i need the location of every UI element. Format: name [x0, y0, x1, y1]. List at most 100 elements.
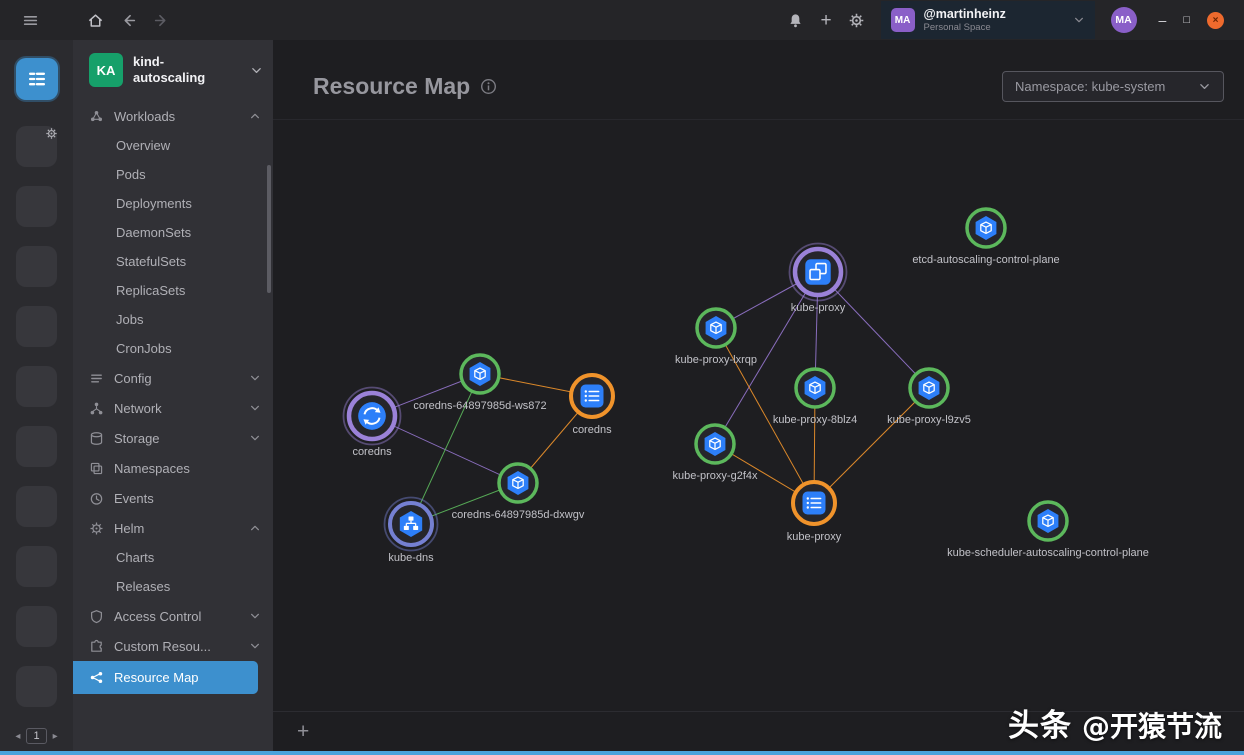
active-cluster-button[interactable] [16, 58, 58, 100]
sidebar-scrollbar[interactable] [267, 165, 271, 293]
kube-proxy-8blz4-node[interactable]: kube-proxy-8blz4 [773, 369, 857, 426]
sidebar-item-label: Pods [116, 167, 146, 182]
chevron-down-icon [249, 402, 261, 414]
sidebar-item-config[interactable]: Config [73, 363, 273, 393]
helm-icon [89, 521, 104, 536]
cluster-tile[interactable] [16, 306, 57, 347]
chevron-down-icon [1073, 14, 1085, 26]
coredns-cm-node[interactable]: coredns [571, 375, 613, 436]
page-header: Resource Map Namespace: kube-system [273, 40, 1244, 120]
profile-avatar[interactable]: MA [1111, 7, 1137, 33]
sidebar-item-overview[interactable]: Overview [73, 131, 273, 160]
cluster-tile[interactable] [16, 426, 57, 467]
sidebar-item-namespaces[interactable]: Namespaces [73, 453, 273, 483]
edge-kube-proxy-cm-kube-proxy-l9zv5 [814, 388, 929, 503]
sidebar-nav: Workloads Overview Pods Deployments Daem… [73, 99, 273, 751]
chevron-down-icon [1198, 80, 1211, 93]
kube-proxy-l9zv5-node[interactable]: kube-proxy-l9zv5 [887, 369, 971, 426]
settings-button[interactable] [848, 12, 865, 29]
maximize-button[interactable]: □ [1183, 14, 1190, 26]
arrow-right-icon [153, 12, 170, 29]
coredns-dxwgv-node[interactable]: coredns-64897985d-dxwgv [452, 464, 585, 521]
page-prev-button[interactable]: ◂ [15, 731, 20, 742]
add-button[interactable]: + [820, 11, 831, 30]
menu-button[interactable] [0, 12, 39, 29]
sidebar-item-network[interactable]: Network [73, 393, 273, 423]
chevron-down-icon [249, 610, 261, 622]
sidebar-item-jobs[interactable]: Jobs [73, 305, 273, 334]
close-button[interactable]: × [1207, 12, 1224, 29]
cluster-tile[interactable] [16, 366, 57, 407]
home-icon [87, 12, 104, 29]
cluster-tile[interactable] [16, 546, 57, 587]
node-label: coredns-64897985d-dxwgv [452, 509, 585, 521]
graph-edges [372, 272, 929, 524]
gear-icon [848, 12, 865, 29]
cluster-badge: KA [89, 53, 123, 87]
kube-proxy-cm-node[interactable]: kube-proxy [787, 482, 842, 543]
kube-scheduler-node[interactable]: kube-scheduler-autoscaling-control-plane [947, 502, 1149, 559]
cluster-settings-icon[interactable] [45, 127, 58, 140]
cluster-tile[interactable] [16, 486, 57, 527]
chevron-down-icon [249, 640, 261, 652]
kube-proxy-lxrqp-node[interactable]: kube-proxy-lxrqp [675, 309, 757, 366]
node-label: kube-proxy-lxrqp [675, 354, 757, 366]
cluster-tile[interactable] [16, 606, 57, 647]
home-button[interactable] [87, 12, 104, 29]
coredns-deploy-node[interactable]: coredns [344, 388, 401, 459]
kube-proxy-ds-node[interactable]: kube-proxy [790, 244, 847, 315]
sidebar-item-replicasets[interactable]: ReplicaSets [73, 276, 273, 305]
cluster-tile[interactable] [16, 186, 57, 227]
page-next-button[interactable]: ▸ [53, 731, 58, 742]
catalog-icon [26, 68, 48, 90]
sidebar-item-custom-resources[interactable]: Custom Resou... [73, 631, 273, 661]
forward-button[interactable] [153, 12, 170, 29]
sidebar-item-events[interactable]: Events [73, 483, 273, 513]
sidebar: KA kind-autoscaling Workloads Overview P… [73, 40, 273, 751]
resource-map-icon [89, 670, 104, 685]
sidebar-item-helm[interactable]: Helm [73, 513, 273, 543]
sidebar-item-charts[interactable]: Charts [73, 543, 273, 572]
info-icon[interactable] [480, 78, 497, 95]
account-menu[interactable]: MA @martinheinz Personal Space [881, 1, 1095, 39]
cluster-switcher[interactable]: KA kind-autoscaling [73, 40, 273, 99]
sidebar-item-access-control[interactable]: Access Control [73, 601, 273, 631]
node-label: kube-proxy-8blz4 [773, 414, 857, 426]
sidebar-item-cronjobs[interactable]: CronJobs [73, 334, 273, 363]
resource-map-graph[interactable]: etcd-autoscaling-control-plane kube-proxy… [273, 120, 1244, 711]
sidebar-item-label: Helm [114, 521, 144, 536]
custom-resources-icon [89, 639, 104, 654]
sidebar-item-label: Custom Resou... [114, 639, 211, 654]
cluster-tile[interactable] [16, 666, 57, 707]
node-label: kube-scheduler-autoscaling-control-plane [947, 547, 1149, 559]
namespace-select[interactable]: Namespace: kube-system [1002, 71, 1224, 102]
kube-dns-node[interactable]: kube-dns [385, 498, 438, 565]
sidebar-item-releases[interactable]: Releases [73, 572, 273, 601]
workloads-icon [89, 109, 104, 124]
page-number: 1 [26, 728, 46, 744]
sidebar-item-daemonsets[interactable]: DaemonSets [73, 218, 273, 247]
sidebar-item-storage[interactable]: Storage [73, 423, 273, 453]
minimize-button[interactable]: – [1159, 12, 1167, 28]
kube-proxy-g2f4x-node[interactable]: kube-proxy-g2f4x [673, 425, 758, 482]
avatar: MA [891, 8, 915, 32]
sidebar-item-workloads[interactable]: Workloads [73, 101, 273, 131]
sidebar-item-resource-map[interactable]: Resource Map [73, 661, 258, 694]
page-title: Resource Map [313, 73, 497, 100]
notifications-button[interactable] [787, 12, 804, 29]
sidebar-item-label: Workloads [114, 109, 175, 124]
cluster-rail: ◂ 1 ▸ [0, 40, 73, 751]
sidebar-item-statefulsets[interactable]: StatefulSets [73, 247, 273, 276]
cluster-tile[interactable] [16, 246, 57, 287]
arrow-left-icon [120, 12, 137, 29]
back-button[interactable] [120, 12, 137, 29]
add-tab-button[interactable]: + [297, 721, 309, 742]
etcd-node[interactable]: etcd-autoscaling-control-plane [912, 209, 1059, 266]
sidebar-item-deployments[interactable]: Deployments [73, 189, 273, 218]
sidebar-item-label: Deployments [116, 196, 192, 211]
sidebar-item-pods[interactable]: Pods [73, 160, 273, 189]
resource-map-canvas[interactable]: etcd-autoscaling-control-plane kube-proxy… [273, 120, 1244, 711]
user-space: Personal Space [924, 22, 1006, 33]
sidebar-item-label: ReplicaSets [116, 283, 185, 298]
